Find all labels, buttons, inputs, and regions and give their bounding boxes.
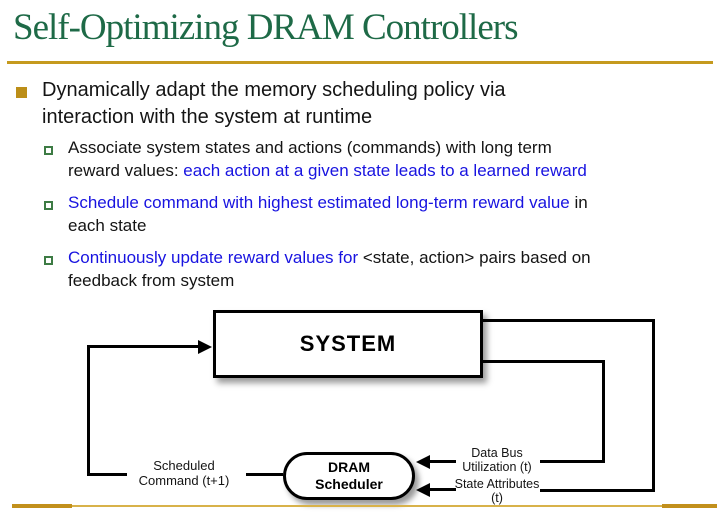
scheduled-command-label: Scheduled Command (t+1) — [138, 458, 230, 488]
dram-scheduler-node: DRAM Scheduler — [283, 452, 415, 500]
sub-bullet-2: Schedule command with highest estimated … — [68, 192, 588, 237]
sub-bullet-1-line1: Associate system states and actions (com… — [68, 138, 552, 157]
sub-bullet-3-line2: feedback from system — [68, 270, 235, 290]
main-bullet-line1: Dynamically adapt the memory scheduling … — [42, 79, 506, 101]
footer-rule — [12, 505, 717, 507]
sub-bullet-3-line1: Continuously update reward values for <s… — [68, 248, 591, 267]
footer-rule-left-accent — [12, 504, 72, 508]
arrowhead-into-system-icon — [198, 340, 212, 354]
sub-bullet-3: Continuously update reward values for <s… — [68, 247, 591, 292]
right-outer-vertical-line — [652, 319, 655, 492]
scheduled-command-line-left — [87, 473, 127, 476]
system-output-top-line — [480, 319, 655, 322]
data-bus-utilization-label: Data Bus Utilization (t) — [462, 446, 532, 474]
sub-bullet-1: Associate system states and actions (com… — [68, 137, 587, 182]
sub-bullet-2-line2: each state — [68, 215, 147, 235]
sub-bullet-1-line2: reward values: each action at a given st… — [68, 160, 587, 180]
arrowhead-data-bus-icon — [416, 455, 430, 469]
data-bus-line — [540, 460, 605, 463]
slide-title: Self-Optimizing DRAM Controllers — [13, 7, 518, 48]
sub-bullet-2-line1: Schedule command with highest estimated … — [68, 193, 588, 212]
title-underline — [7, 61, 713, 64]
left-vertical-line — [87, 345, 90, 476]
state-attributes-line — [540, 489, 655, 492]
state-attributes-arrow-shaft — [428, 488, 456, 491]
arrow-line-to-system — [87, 345, 199, 348]
data-bus-arrow-shaft — [428, 460, 456, 463]
sub-bullet-square-icon — [44, 256, 53, 265]
main-bullet-text: Dynamically adapt the memory scheduling … — [42, 77, 506, 131]
main-bullet-line2: interaction with the system at runtime — [42, 106, 373, 128]
scheduled-command-line-right — [246, 473, 283, 476]
sub-bullet-square-icon — [44, 146, 53, 155]
arrowhead-state-attributes-icon — [416, 483, 430, 497]
system-output-mid-line — [480, 360, 605, 363]
dram-scheduler-label: DRAM Scheduler — [315, 459, 383, 492]
right-inner-vertical-line — [602, 360, 605, 463]
footer-rule-right-accent — [662, 504, 717, 508]
bullet-square-icon — [16, 87, 27, 98]
sub-bullet-square-icon — [44, 201, 53, 210]
state-attributes-label: State Attributes (t) — [454, 477, 540, 505]
system-node: SYSTEM — [213, 310, 483, 378]
